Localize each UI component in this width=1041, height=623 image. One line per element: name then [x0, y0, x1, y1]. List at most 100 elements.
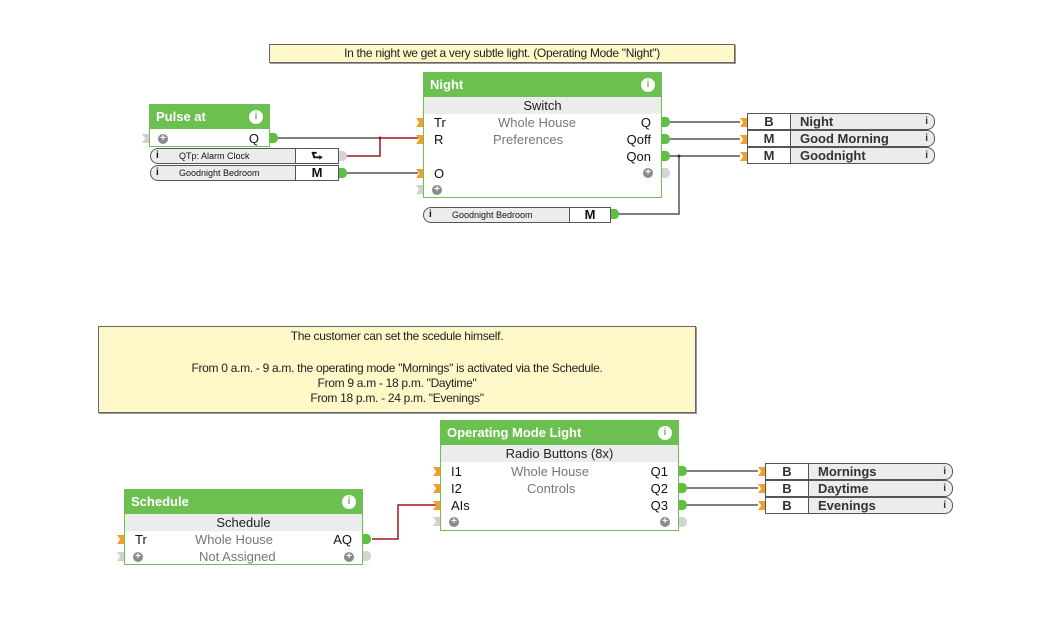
comment-schedule[interactable]: The customer can set the scedule himself… — [98, 326, 696, 413]
input-pin[interactable] — [758, 467, 765, 476]
output-pin[interactable] — [611, 209, 619, 219]
add-output-icon[interactable]: + — [660, 517, 670, 527]
pulse-at-block[interactable]: Pulse at i + Q — [149, 104, 270, 147]
input-pin-add[interactable] — [433, 517, 440, 526]
output-pin-q2[interactable] — [679, 483, 687, 493]
input-label-tr: Tr — [434, 115, 446, 130]
input-pin[interactable] — [142, 134, 149, 143]
output-label-q3: Q3 — [650, 498, 668, 513]
info-icon[interactable]: i — [641, 78, 655, 92]
ref-goodnight-bedroom[interactable]: i Goodnight Bedroom M — [150, 165, 339, 181]
block-room: Whole House — [511, 464, 590, 479]
comment-text: In the night we get a very subtle light.… — [344, 46, 660, 60]
comment-line: From 9 a.m - 18 p.m. "Daytime" — [317, 376, 477, 390]
info-icon[interactable]: i — [943, 466, 946, 477]
wire-schedule-aq — [372, 504, 436, 540]
ref-type: B — [766, 498, 809, 513]
ref-name: Evenings — [818, 498, 876, 513]
input-pin[interactable] — [740, 152, 747, 161]
info-icon[interactable]: i — [249, 110, 263, 124]
info-icon[interactable]: i — [156, 150, 159, 161]
info-icon[interactable]: i — [943, 500, 946, 511]
output-label-qoff: Qoff — [626, 132, 651, 147]
ref-type: M — [748, 148, 791, 163]
block-category: Preferences — [493, 132, 564, 147]
output-ref-daytime[interactable]: B Daytime i — [765, 480, 953, 497]
output-pin-q1[interactable] — [679, 466, 687, 476]
ref-type-exit-icon: ⮑ — [295, 148, 339, 164]
output-pin-qoff[interactable] — [662, 134, 670, 144]
info-icon[interactable]: i — [943, 483, 946, 494]
wire-junction — [677, 154, 681, 158]
add-input-icon[interactable]: + — [449, 517, 459, 527]
ref-name: Goodnight — [800, 148, 866, 163]
wire-junction — [378, 136, 382, 140]
output-label-qon: Qon — [626, 149, 651, 164]
input-pin-add[interactable] — [117, 552, 124, 561]
input-pin-ais[interactable] — [433, 501, 440, 510]
wire-alarm-clock — [346, 138, 381, 157]
output-pin-add[interactable] — [363, 551, 371, 561]
input-pin[interactable] — [758, 484, 765, 493]
input-pin-tr[interactable] — [117, 535, 124, 544]
operating-mode-light-block[interactable]: Operating Mode Light i Radio Buttons (8x… — [440, 420, 679, 531]
input-pin-o[interactable] — [416, 169, 423, 178]
output-ref-night[interactable]: B Night i — [747, 113, 935, 130]
info-icon[interactable]: i — [925, 150, 928, 161]
input-pin-tr[interactable] — [416, 118, 423, 127]
output-ref-goodnight[interactable]: M Goodnight i — [747, 147, 935, 164]
comment-line — [99, 344, 695, 361]
input-pin-i2[interactable] — [433, 484, 440, 493]
night-block[interactable]: Night i Switch Tr R O Whole House Prefer… — [423, 72, 662, 198]
ref-name: Night — [800, 114, 834, 129]
input-label-r: R — [434, 132, 444, 147]
output-ref-good-morning[interactable]: M Good Morning i — [747, 130, 935, 147]
ref-name: Mornings — [818, 464, 877, 479]
comment-line: From 0 a.m. - 9 a.m. the operating mode … — [191, 361, 603, 375]
info-icon[interactable]: i — [925, 133, 928, 144]
output-ref-mornings[interactable]: B Mornings i — [765, 463, 953, 480]
output-label-q: Q — [248, 131, 259, 146]
block-title: Night — [430, 77, 464, 92]
add-output-icon[interactable]: + — [344, 552, 354, 562]
block-type: Radio Buttons (8x) — [441, 445, 678, 462]
ref-alarm-clock[interactable]: i QTp: Alarm Clock ⮑ — [150, 148, 339, 164]
schedule-block[interactable]: Schedule i Schedule Tr Whole House Not A… — [124, 489, 363, 565]
output-label-q: Q — [640, 115, 651, 130]
add-input-icon[interactable]: + — [158, 134, 168, 144]
output-pin-q[interactable] — [662, 117, 670, 127]
add-output-icon[interactable]: + — [643, 168, 653, 178]
comment-line: The customer can set the scedule himself… — [290, 329, 504, 343]
input-pin[interactable] — [740, 135, 747, 144]
ref-type: M — [295, 165, 339, 181]
block-type: Schedule — [125, 514, 362, 531]
info-icon[interactable]: i — [429, 209, 432, 220]
input-pin-add[interactable] — [416, 185, 423, 194]
output-ref-evenings[interactable]: B Evenings i — [765, 497, 953, 514]
comment-night[interactable]: In the night we get a very subtle light.… — [269, 44, 735, 63]
output-pin-qon[interactable] — [662, 151, 670, 161]
ref-goodnight-bedroom[interactable]: i Goodnight Bedroom M — [423, 207, 611, 223]
output-pin-aq[interactable] — [363, 534, 371, 544]
block-category: Controls — [527, 481, 576, 496]
add-input-icon[interactable]: + — [432, 185, 442, 195]
block-type: Switch — [424, 97, 661, 114]
info-icon[interactable]: i — [658, 426, 672, 440]
output-pin[interactable] — [339, 151, 347, 161]
input-pin[interactable] — [740, 118, 747, 127]
output-pin[interactable] — [339, 168, 347, 178]
block-title: Pulse at — [156, 109, 206, 124]
info-icon[interactable]: i — [156, 167, 159, 178]
input-pin[interactable] — [758, 501, 765, 510]
input-pin-i1[interactable] — [433, 467, 440, 476]
info-icon[interactable]: i — [925, 116, 928, 127]
output-pin-add[interactable] — [679, 517, 687, 527]
output-pin-add[interactable] — [662, 168, 670, 178]
info-icon[interactable]: i — [342, 495, 356, 509]
output-pin-q[interactable] — [270, 133, 278, 143]
input-pin-r[interactable] — [416, 135, 423, 144]
input-label-i2: I2 — [451, 481, 462, 496]
block-room: Whole House — [498, 115, 577, 130]
add-input-icon[interactable]: + — [133, 552, 143, 562]
output-pin-q3[interactable] — [679, 500, 687, 510]
